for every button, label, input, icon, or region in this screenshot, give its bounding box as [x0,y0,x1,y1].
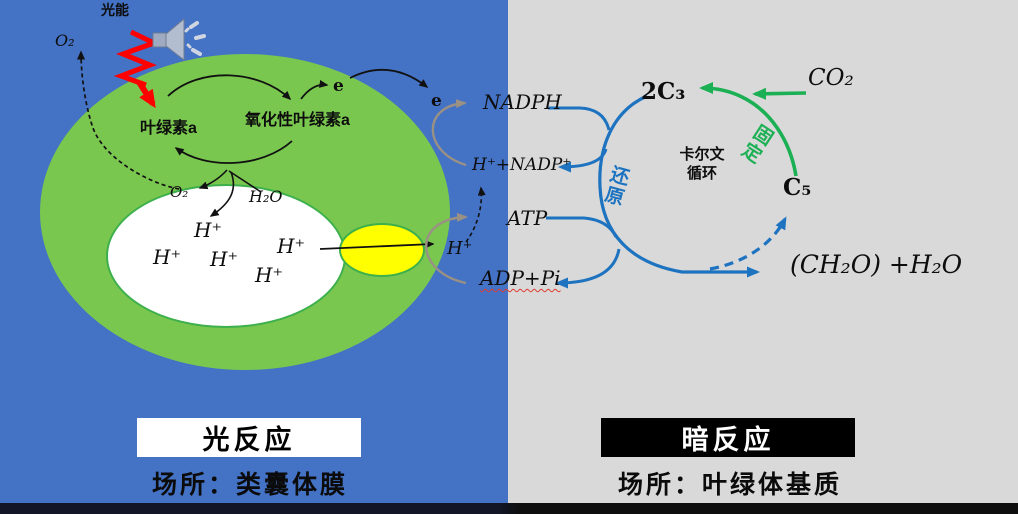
adp-pi-label: ADP+Pi [480,266,561,290]
light-energy-label: 光能 [101,2,129,18]
calvin-cycle-label: 卡尔文 循环 [666,146,738,184]
proton-outside-label: H⁺ [447,238,473,259]
calvin-cycle-line1: 卡尔文 [679,146,725,163]
atp-synthase-ellipse [339,223,425,277]
c5-label: C₅ [783,174,812,201]
nadph-label: NADPH [483,90,562,114]
oxidized-chlorophyll-a-label: 氧化性叶绿素a [245,112,350,129]
water-label: H₂O [249,187,283,206]
proton-label: H⁺ [210,247,238,271]
co2-label: CO₂ [808,65,854,91]
nadp-label: H⁺+NADP⁺ [472,155,572,175]
o2-inner-label: O₂ [170,183,189,201]
proton-label: H⁺ [153,245,181,269]
product-label: (CH₂O) +H₂O [790,250,963,279]
dark-reaction-title: 暗反应 [601,418,855,457]
dark-reaction-location: 场所：叶绿体基质 [617,471,842,499]
proton-label: H⁺ [277,234,305,258]
atp-label: ATP [507,206,548,230]
light-reaction-title: 光反应 [137,418,361,457]
light-reaction-location: 场所：类囊体膜 [151,471,348,499]
o2-released-label: O₂ [55,31,75,50]
electron-label-1: e [333,76,344,96]
bottom-bar [0,503,1018,514]
chlorophyll-a-label: 叶绿素a [140,120,197,137]
calvin-cycle-line2: 循环 [686,164,717,182]
proton-label: H⁺ [255,263,283,287]
proton-label: H⁺ [194,218,222,242]
electron-label-2: e [431,91,442,111]
c3-label: 2C₃ [641,78,686,105]
